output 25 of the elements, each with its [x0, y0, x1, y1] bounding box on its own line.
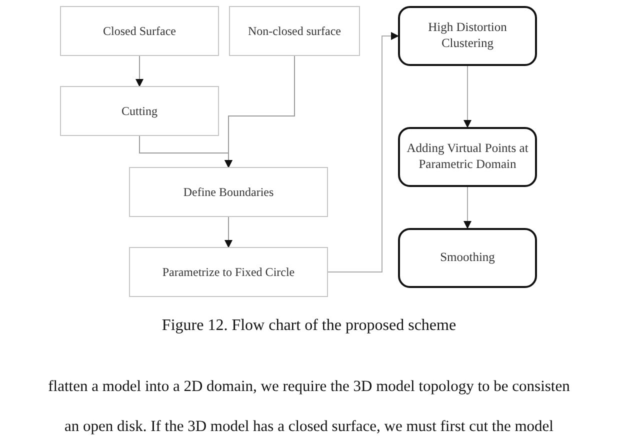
process-box	[129, 247, 328, 297]
rounded-process-box	[398, 127, 537, 187]
body-text: an open disk. If the 3D model has a closed surface, we must first cut the model	[64, 418, 554, 436]
figure-caption: Figure 12. Flow chart of the proposed scheme	[160, 317, 458, 335]
box-label: Closed Surface	[102, 24, 177, 38]
box-label: Define Boundaries	[182, 184, 275, 200]
arrow	[464, 186, 472, 229]
box-label: High Distortion Clustering	[427, 20, 508, 52]
arrow	[224, 56, 295, 168]
process-box	[129, 167, 328, 217]
box-label: Smoothing	[439, 250, 496, 266]
box-label: Cutting	[120, 104, 158, 118]
rounded-process-box	[398, 6, 537, 66]
rounded-process-box	[398, 228, 537, 288]
body-text: flatten a model into a 2D domain, we require the 3D model topology to be consisten	[47, 378, 571, 396]
arrow	[464, 66, 472, 128]
box-label: Non-closed surface	[247, 24, 342, 38]
arrow	[136, 56, 144, 87]
arrow	[224, 216, 232, 248]
process-box	[60, 86, 219, 136]
box-label: Adding Virtual Points at Parametric Domain	[406, 141, 530, 173]
box-label: Parametrize to Fixed Circle	[161, 264, 296, 280]
process-box	[60, 6, 219, 56]
arrow	[328, 32, 399, 272]
process-box	[229, 6, 360, 56]
